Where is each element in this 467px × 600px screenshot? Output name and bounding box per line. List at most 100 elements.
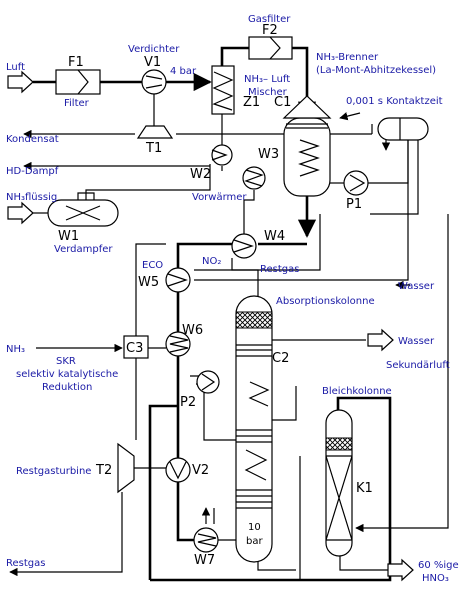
label-no2: NO₂ — [202, 256, 221, 267]
pipe-drum-w1 — [370, 140, 419, 215]
tag-w1: W1 — [58, 229, 79, 244]
pipe-w5-water — [194, 140, 409, 281]
label-nh3-in: NH₃ — [6, 344, 25, 355]
label-verdampfer: Verdampfer — [54, 244, 113, 255]
pipe-t2-loop — [148, 404, 178, 580]
tag-f2: F2 — [262, 23, 278, 38]
pipe-to-k1 — [150, 396, 392, 582]
heat-exchanger-w3 — [242, 166, 266, 190]
compressor-v1 — [141, 69, 167, 95]
label-kondensat: Kondensat — [6, 134, 59, 145]
tag-w5: W5 — [138, 275, 159, 290]
pipe-k1-product — [339, 552, 392, 571]
label-nh3-brenner: NH₃-Brenner — [316, 52, 379, 63]
burner-c1 — [282, 95, 332, 197]
pipe-p2-column — [196, 383, 236, 441]
pipe-to-f2 — [220, 46, 249, 66]
absorption-column-c2 — [235, 295, 273, 563]
label-eco: ECO — [142, 260, 163, 271]
tag-w6: W6 — [182, 323, 203, 338]
label-hno3: HNO₃ — [422, 573, 449, 584]
steam-drum — [377, 117, 429, 141]
tag-k1: K1 — [356, 481, 373, 496]
label-bar: bar — [246, 536, 263, 547]
tag-w7: W7 — [194, 553, 215, 568]
tag-c1: C1 — [274, 95, 291, 110]
outlet-arrow-hno3 — [387, 558, 414, 582]
turbine-t1 — [136, 125, 174, 139]
pipe-w5-w1 — [194, 214, 321, 271]
label-hno3-60: 60 %ige — [418, 560, 459, 571]
mixer-z1 — [211, 65, 235, 115]
bleaching-column-k1 — [325, 409, 353, 557]
label-10: 10 — [248, 522, 261, 533]
pipe-w4-w3 — [243, 190, 255, 234]
filter-f1 — [55, 69, 101, 95]
tag-w2: W2 — [190, 167, 211, 182]
tag-c2: C2 — [272, 351, 289, 366]
io-arrows — [7, 70, 414, 582]
label-wasser-2: Wasser — [398, 336, 435, 347]
label-filter: Filter — [64, 98, 90, 109]
label-hd-dampf: HD-Dampf — [6, 166, 59, 177]
tag-t1: T1 — [145, 141, 162, 156]
pipe-v2-w7 — [176, 482, 194, 542]
label-restgas-top: Restgas — [260, 264, 299, 275]
label-gasfilter: Gasfilter — [248, 14, 291, 25]
tag-v1: V1 — [144, 55, 161, 70]
label-skr-2: selektiv katalytische — [16, 369, 118, 380]
label-vorwaermer: Vorwärmer — [192, 192, 247, 203]
tag-t2: T2 — [95, 463, 112, 478]
label-la-mont: (La-Mont-Abhitzekessel) — [316, 65, 436, 76]
pipe-side-draw — [262, 386, 297, 421]
inlet-arrow-luft — [7, 70, 34, 94]
turbine-t2 — [117, 442, 135, 494]
evaporator-w1 — [47, 192, 119, 227]
label-skr-3: Reduktion — [42, 382, 92, 393]
pipe-c2-k1 — [257, 560, 296, 571]
pipe-w1-w2 — [85, 164, 211, 200]
tag-f1: F1 — [68, 55, 84, 70]
label-luft: Luft — [6, 62, 25, 73]
pipe-w4-w5 — [176, 242, 232, 268]
tag-v2: V2 — [192, 463, 209, 478]
label-absorptionskolonne: Absorptionskolonne — [276, 296, 375, 307]
tag-c3: C3 — [126, 341, 143, 356]
pipe-restgas-out — [9, 492, 123, 577]
tag-p1: P1 — [346, 197, 362, 212]
label-restgasturbine: Restgasturbine — [16, 466, 91, 477]
heat-exchanger-w2 — [211, 144, 233, 166]
label-sekundaerluft: Sekundärluft — [386, 360, 450, 371]
tag-w3: W3 — [258, 147, 279, 162]
pump-p1 — [343, 170, 369, 196]
label-restgas-out: Restgas — [6, 558, 45, 569]
inlet-arrow-nh3 — [7, 201, 34, 225]
piping — [9, 46, 449, 582]
label-wasser-1: Wasser — [398, 281, 435, 292]
label-mischer: Mischer — [248, 87, 288, 98]
tag-p2: P2 — [180, 395, 196, 410]
label-4bar: 4 bar — [170, 66, 197, 77]
pipe-p1-loop — [368, 140, 409, 184]
label-nh3-luft: NH₃– Luft — [244, 74, 290, 85]
pipe-restgas-w4 — [231, 258, 259, 298]
pipe-f2-c1 — [292, 46, 317, 120]
tag-w4: W4 — [264, 229, 285, 244]
heat-exchanger-w4 — [231, 233, 257, 259]
outlet-arrow-wasser — [367, 328, 394, 352]
compressor-v2 — [165, 457, 191, 483]
pipe-kontakt-arrow — [339, 112, 361, 121]
tag-z1: Z1 — [243, 95, 260, 110]
heat-exchanger-w7 — [193, 527, 219, 553]
scr-reactor-c3 — [123, 335, 149, 359]
pipe-c3-w5 — [135, 243, 166, 336]
label-bleichkolonne: Bleichkolonne — [322, 386, 392, 397]
economizer-w5 — [165, 267, 191, 293]
label-skr: SKR — [56, 356, 76, 367]
heat-exchanger-w6 — [165, 331, 191, 357]
pump-p2 — [196, 370, 220, 394]
pipe-sekundaerluft — [355, 214, 449, 533]
label-verdichter: Verdichter — [128, 44, 180, 55]
gasfilter-f2 — [248, 36, 293, 60]
